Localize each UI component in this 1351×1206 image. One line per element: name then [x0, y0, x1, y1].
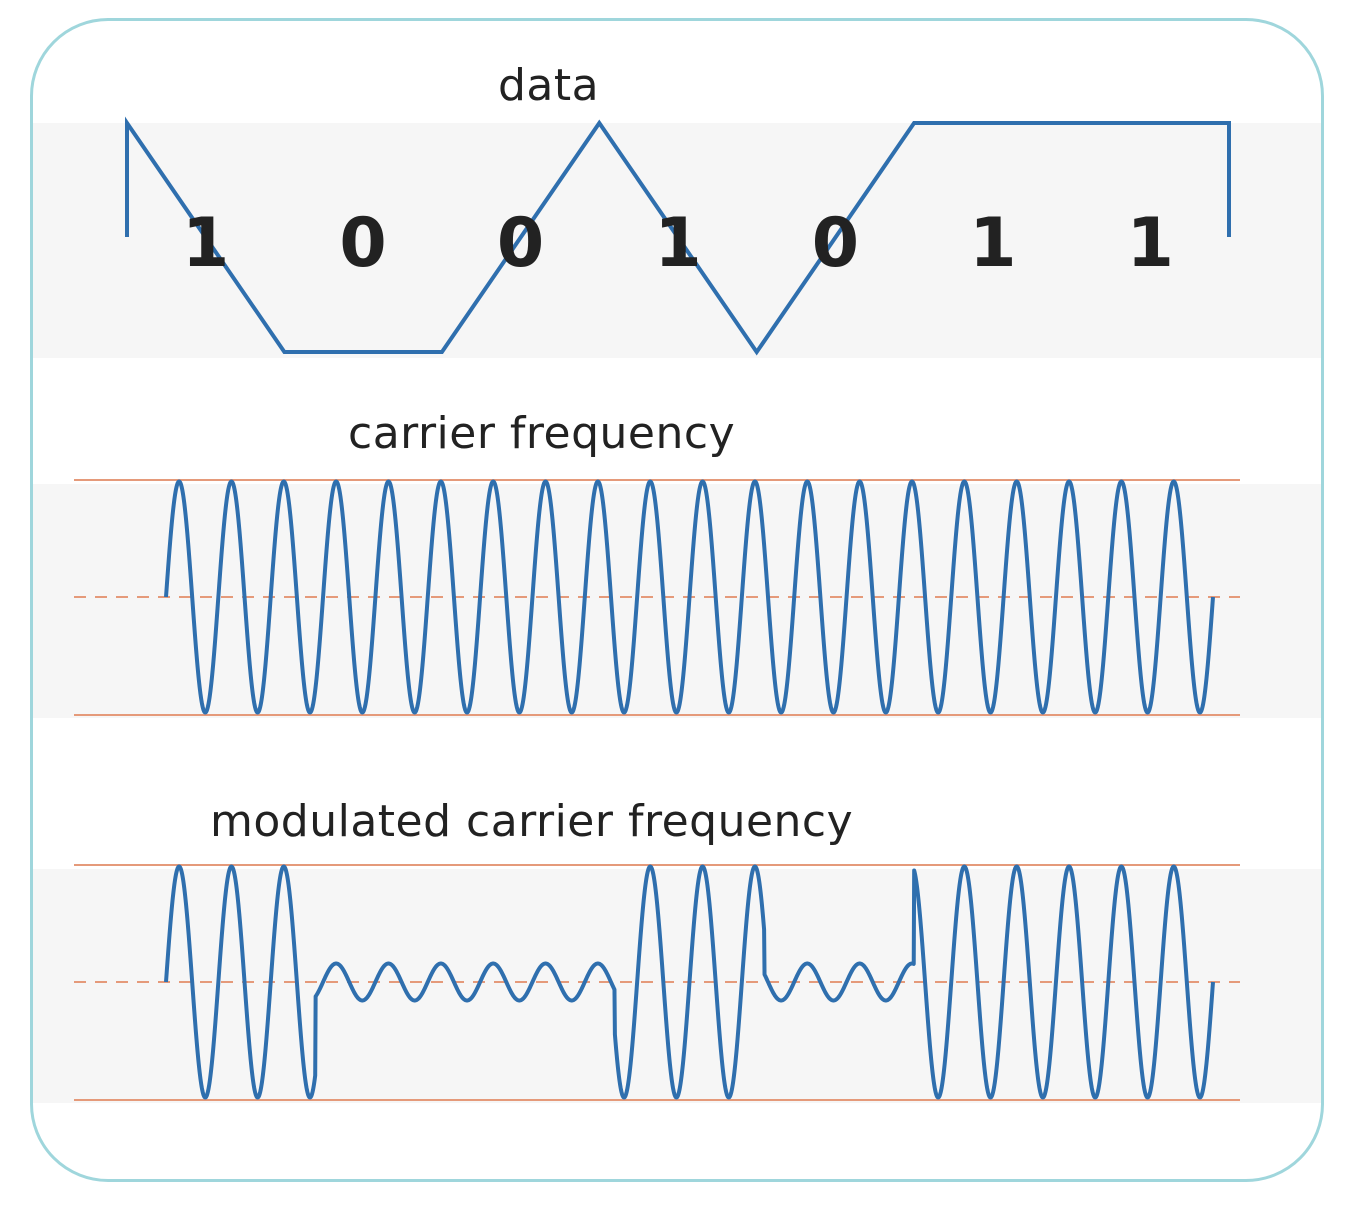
carrier-wave	[164, 479, 1215, 715]
bit-label: 1	[1127, 204, 1174, 283]
bit-label: 0	[812, 204, 859, 283]
bit-label: 1	[654, 204, 701, 283]
modulated-group	[74, 864, 1240, 1101]
data-signal-group: 1 0 0 1 0 1 1	[125, 116, 1231, 356]
carrier-group	[74, 479, 1240, 716]
bit-label: 1	[969, 204, 1016, 283]
bit-label: 0	[497, 204, 544, 283]
data-label: data	[498, 60, 600, 111]
bit-label: 0	[339, 204, 386, 283]
carrier-frequency-label: carrier frequency	[348, 408, 736, 459]
data-square-wave	[125, 116, 1231, 356]
modulated-wave	[164, 864, 1215, 1100]
data-band	[33, 123, 1321, 358]
modulated-carrier-frequency-label: modulated carrier frequency	[210, 796, 854, 847]
bit-label: 1	[182, 204, 229, 283]
